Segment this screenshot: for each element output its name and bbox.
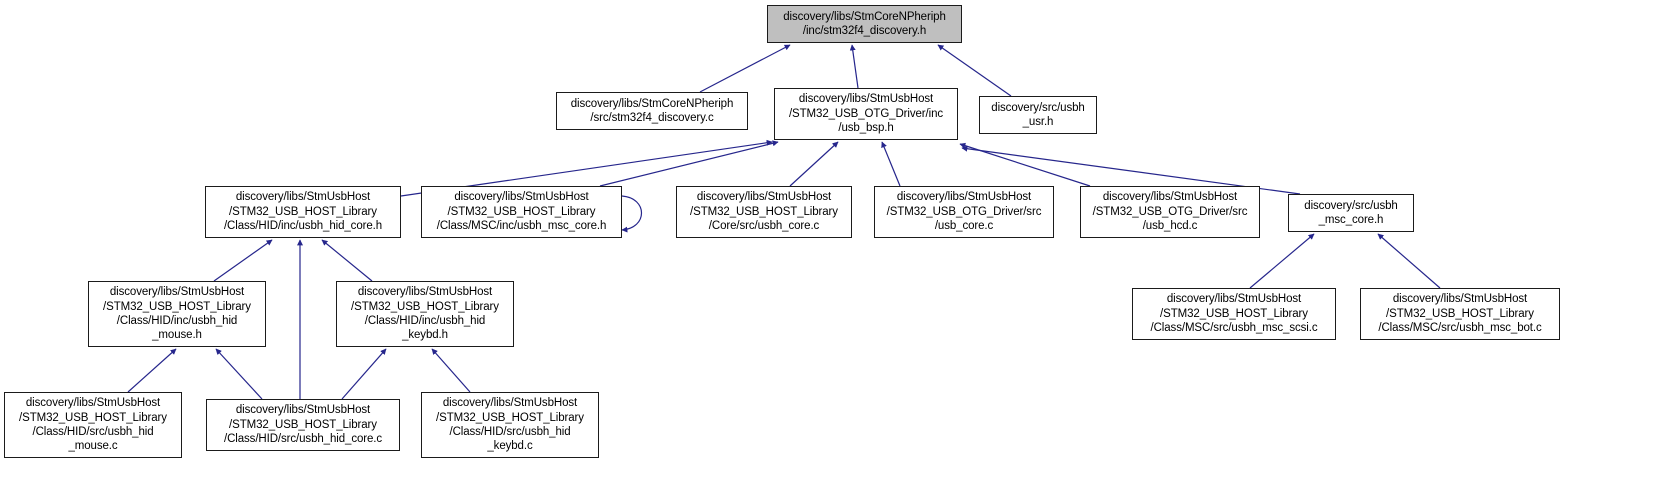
node-label-line: /Class/HID/src/usbh_hid_core.c [223, 433, 383, 446]
node-label-line: discovery/libs/StmUsbHost [25, 397, 161, 410]
graph-node-usbh_hid_keybd_h[interactable]: discovery/libs/StmUsbHost/STM32_USB_HOST… [336, 281, 514, 347]
node-label-line: /Core/src/usbh_core.c [708, 220, 820, 233]
node-label-line: discovery/libs/StmUsbHost [357, 286, 493, 299]
graph-node-stm32f4_discovery_h[interactable]: discovery/libs/StmCoreNPheriph/inc/stm32… [767, 5, 962, 43]
node-label-line: _keybd.h [402, 329, 448, 342]
node-label-line: /usb_hcd.c [1142, 220, 1198, 233]
node-label-line: /STM32_USB_HOST_Library [447, 205, 596, 218]
node-label-line: discovery/libs/StmCoreNPheriph [783, 10, 946, 23]
node-label-line: discovery/libs/StmUsbHost [1392, 293, 1528, 306]
graph-node-usbh_hid_core_c[interactable]: discovery/libs/StmUsbHost/STM32_USB_HOST… [206, 399, 400, 451]
edge-usbh_core_c-to-usb_bsp_h [789, 141, 839, 187]
node-label-line: discovery/libs/StmUsbHost [896, 191, 1032, 204]
node-label-line: _mouse.c [68, 440, 118, 453]
node-label-line: /Class/HID/inc/usbh_hid [116, 315, 238, 327]
node-label-line: /src/stm32f4_discovery.c [590, 112, 714, 124]
graph-node-usbh_hid_mouse_c[interactable]: discovery/libs/StmUsbHost/STM32_USB_HOST… [4, 392, 182, 458]
node-label-line: discovery/libs/StmUsbHost [696, 191, 832, 204]
node-label-line: discovery/libs/StmUsbHost [1166, 293, 1302, 306]
graph-node-usb_bsp_h[interactable]: discovery/libs/StmUsbHost/STM32_USB_OTG_… [774, 88, 958, 140]
node-label-line: discovery/src/usbh [1304, 199, 1398, 212]
edge-usbh_hid_core_c-to-usbh_hid_keybd_h [341, 348, 387, 400]
node-label-line: /Class/MSC/src/usbh_msc_bot.c [1378, 322, 1542, 335]
graph-node-usbh_core_c[interactable]: discovery/libs/StmUsbHost/STM32_USB_HOST… [676, 186, 852, 238]
edge-usbh_hid_mouse_c-to-usbh_hid_mouse_h [127, 348, 177, 393]
graph-node-usb_core_c[interactable]: discovery/libs/StmUsbHost/STM32_USB_OTG_… [874, 186, 1054, 238]
node-label-line: discovery/libs/StmUsbHost [109, 286, 245, 299]
node-label-line: _msc_core.h [1318, 214, 1384, 226]
node-label-line: /STM32_USB_HOST_Library [1386, 307, 1534, 320]
node-label-line: /STM32_USB_OTG_Driver/src [886, 205, 1042, 218]
node-label-line: /Class/MSC/inc/usbh_msc_core.h [436, 220, 607, 233]
node-label-line: /STM32_USB_HOST_Library [436, 411, 584, 424]
edge-usb_core_c-to-usb_bsp_h [881, 141, 901, 187]
node-label-line: /STM32_USB_HOST_Library [351, 300, 499, 313]
node-label-line: _keybd.c [487, 440, 533, 453]
graph-node-usbh_usr_h[interactable]: discovery/src/usbh _usr.h [979, 96, 1097, 134]
edge-usb_hcd_c-to-usb_bsp_h [959, 142, 1091, 187]
node-label-line: /STM32_USB_OTG_Driver/src [1092, 205, 1248, 218]
graph-node-usbh_msc_core_h_lib[interactable]: discovery/libs/StmUsbHost/STM32_USB_HOST… [421, 186, 622, 238]
node-label-line: _mouse.h [152, 329, 202, 342]
node-label-line: /Class/HID/inc/usbh_hid [364, 315, 486, 327]
node-label-line: /STM32_USB_HOST_Library [1160, 307, 1308, 320]
edge-usbh_hid_keybd_c-to-usbh_hid_keybd_h [431, 348, 471, 393]
node-label-line: /STM32_USB_HOST_Library [103, 300, 251, 313]
graph-node-usbh_msc_core_h_src[interactable]: discovery/src/usbh _msc_core.h [1288, 194, 1414, 232]
node-label-line: /STM32_USB_HOST_Library [19, 411, 167, 424]
node-label-line: discovery/src/usbh [991, 101, 1085, 114]
edge-stm32f4_discovery_c-to-stm32f4_discovery_h [699, 44, 791, 93]
edge-usb_bsp_h-to-stm32f4_discovery_h [849, 44, 859, 89]
node-label-line: _usr.h [1022, 116, 1054, 128]
node-label-line: discovery/libs/StmUsbHost [235, 404, 371, 417]
node-label-line: discovery/libs/StmUsbHost [235, 191, 371, 204]
graph-node-usbh_msc_scsi_c[interactable]: discovery/libs/StmUsbHost/STM32_USB_HOST… [1132, 288, 1336, 340]
node-label-line: discovery/libs/StmCoreNPheriph [570, 97, 734, 110]
edge-usbh_hid_core_c-to-usbh_hid_mouse_h [215, 348, 263, 400]
node-label-line: /usb_core.c [934, 220, 994, 233]
edge-usbh_msc_core_h_lib-to-usb_bsp_h [599, 140, 779, 187]
node-label-line: discovery/libs/StmUsbHost [454, 191, 589, 204]
node-label-line: /STM32_USB_HOST_Library [229, 418, 377, 431]
node-label-line: /Class/HID/src/usbh_hid [32, 426, 154, 438]
edge-usbh_msc_bot_c-to-usbh_msc_core_h_src [1377, 233, 1441, 289]
node-label-line: /STM32_USB_HOST_Library [690, 205, 838, 218]
node-label-line: /inc/stm32f4_discovery.h [802, 25, 927, 37]
node-label-line: /Class/HID/inc/usbh_hid_core.h [223, 220, 383, 233]
node-label-line: discovery/libs/StmUsbHost [1102, 191, 1238, 204]
graph-node-usbh_msc_bot_c[interactable]: discovery/libs/StmUsbHost/STM32_USB_HOST… [1360, 288, 1560, 340]
graph-node-usbh_hid_core_h[interactable]: discovery/libs/StmUsbHost/STM32_USB_HOST… [205, 186, 401, 238]
node-label-line: /Class/MSC/src/usbh_msc_scsi.c [1150, 322, 1318, 335]
edge-usbh_hid_keybd_h-to-usbh_hid_core_h [321, 239, 373, 282]
node-label-line: discovery/libs/StmUsbHost [798, 93, 934, 106]
graph-node-usb_hcd_c[interactable]: discovery/libs/StmUsbHost/STM32_USB_OTG_… [1080, 186, 1260, 238]
node-label-line: /Class/HID/src/usbh_hid [449, 426, 571, 438]
node-label-line: /STM32_USB_HOST_Library [229, 205, 377, 218]
graph-node-stm32f4_discovery_c[interactable]: discovery/libs/StmCoreNPheriph/src/stm32… [556, 92, 748, 130]
edge-usbh_msc_scsi_c-to-usbh_msc_core_h_src [1249, 233, 1315, 289]
graph-node-usbh_hid_mouse_h[interactable]: discovery/libs/StmUsbHost/STM32_USB_HOST… [88, 281, 266, 347]
node-label-line: /usb_bsp.h [838, 122, 894, 135]
edge-usbh_hid_mouse_h-to-usbh_hid_core_h [213, 239, 273, 282]
graph-node-usbh_hid_keybd_c[interactable]: discovery/libs/StmUsbHost/STM32_USB_HOST… [421, 392, 599, 458]
node-label-line: discovery/libs/StmUsbHost [442, 397, 578, 410]
edge-usbh_msc_core_h_lib-to-usbh_msc_core_h_lib [621, 195, 643, 233]
node-label-line: /STM32_USB_OTG_Driver/inc [788, 107, 944, 120]
